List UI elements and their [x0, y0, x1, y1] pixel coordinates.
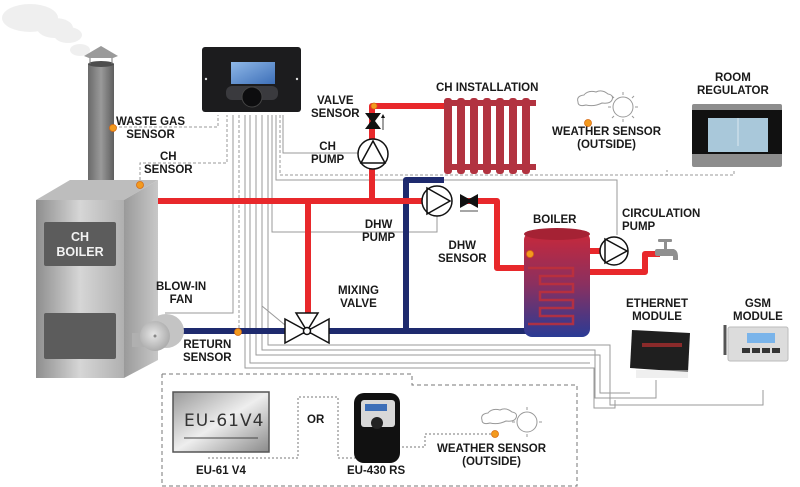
ethernet-module-device	[630, 330, 690, 378]
circulation-pump-icon	[599, 236, 629, 266]
valve-sensor-dot	[370, 102, 378, 110]
ch-pump-icon	[357, 138, 389, 170]
return-pipe	[165, 177, 528, 334]
waste-gas-sensor-dot	[109, 124, 117, 132]
ch-boiler	[36, 180, 158, 378]
main-controller	[202, 47, 301, 112]
dhw-sensor-label: DHW SENSOR	[438, 240, 487, 265]
waste-gas-sensor-label: WASTE GAS SENSOR	[116, 116, 186, 141]
return-sensor-label: RETURN SENSOR	[183, 339, 232, 364]
control-wiring	[114, 115, 764, 409]
ch-installation-label: CH INSTALLATION	[436, 82, 539, 94]
weather-sensor-dot	[584, 119, 592, 127]
dhw-pump-label: DHW PUMP	[362, 219, 396, 244]
check-valve-icon	[365, 113, 385, 130]
eu-61-v4-device-text: EU-61V4	[184, 411, 265, 431]
weather-sensor-bottom-dot	[491, 430, 499, 438]
blow-in-fan-icon	[132, 314, 184, 351]
ch-pump-label: CH PUMP	[311, 141, 345, 166]
return-sensor-dot	[234, 328, 242, 336]
boiler-label: BOILER	[533, 214, 577, 226]
ethernet-module-label: ETHERNET MODULE	[626, 298, 688, 323]
radiator-icon	[444, 98, 536, 174]
eu-430-rs-device	[354, 393, 400, 463]
weather-sensor-icon	[577, 90, 638, 122]
eu-61-v4-caption: EU-61 V4	[196, 465, 246, 477]
dhw-tank	[524, 228, 590, 337]
weather-sensor-label: WEATHER SENSOR (OUTSIDE)	[552, 126, 662, 151]
dhw-sensor-dot	[526, 250, 534, 258]
smoke-icon	[2, 4, 90, 56]
room-regulator-device	[692, 104, 782, 167]
sensor-dots	[109, 102, 592, 438]
blow-in-fan-label: BLOW-IN FAN	[156, 281, 207, 306]
optional-devices-group	[161, 373, 578, 487]
eu-61-v4-device	[172, 391, 270, 453]
mixing-valve-icon	[284, 312, 330, 345]
room-regulator-label: ROOM REGULATOR	[697, 72, 769, 97]
chimney-icon	[84, 46, 118, 192]
gsm-module-label: GSM MODULE	[733, 298, 783, 323]
ch-boiler-label: CH BOILER	[56, 230, 104, 259]
dhw-pump-icon	[421, 185, 453, 217]
or-label: OR	[307, 414, 325, 426]
ch-sensor-label: CH SENSOR	[144, 151, 193, 176]
circulation-pump-label: CIRCULATION PUMP	[622, 208, 701, 233]
eu-430-rs-caption: EU-430 RS	[347, 465, 406, 477]
weather-sensor-bottom-label: WEATHER SENSOR (OUTSIDE)	[437, 443, 547, 468]
weather-sensor-bottom-icon	[481, 407, 542, 437]
dhw-check-valve-icon	[460, 194, 478, 212]
gsm-module-device	[723, 325, 789, 362]
ch-sensor-dot	[136, 181, 144, 189]
valve-sensor-label: VALVE SENSOR	[311, 95, 360, 120]
faucet-icon	[655, 239, 678, 260]
mixing-valve-label: MIXING VALVE	[338, 285, 379, 310]
